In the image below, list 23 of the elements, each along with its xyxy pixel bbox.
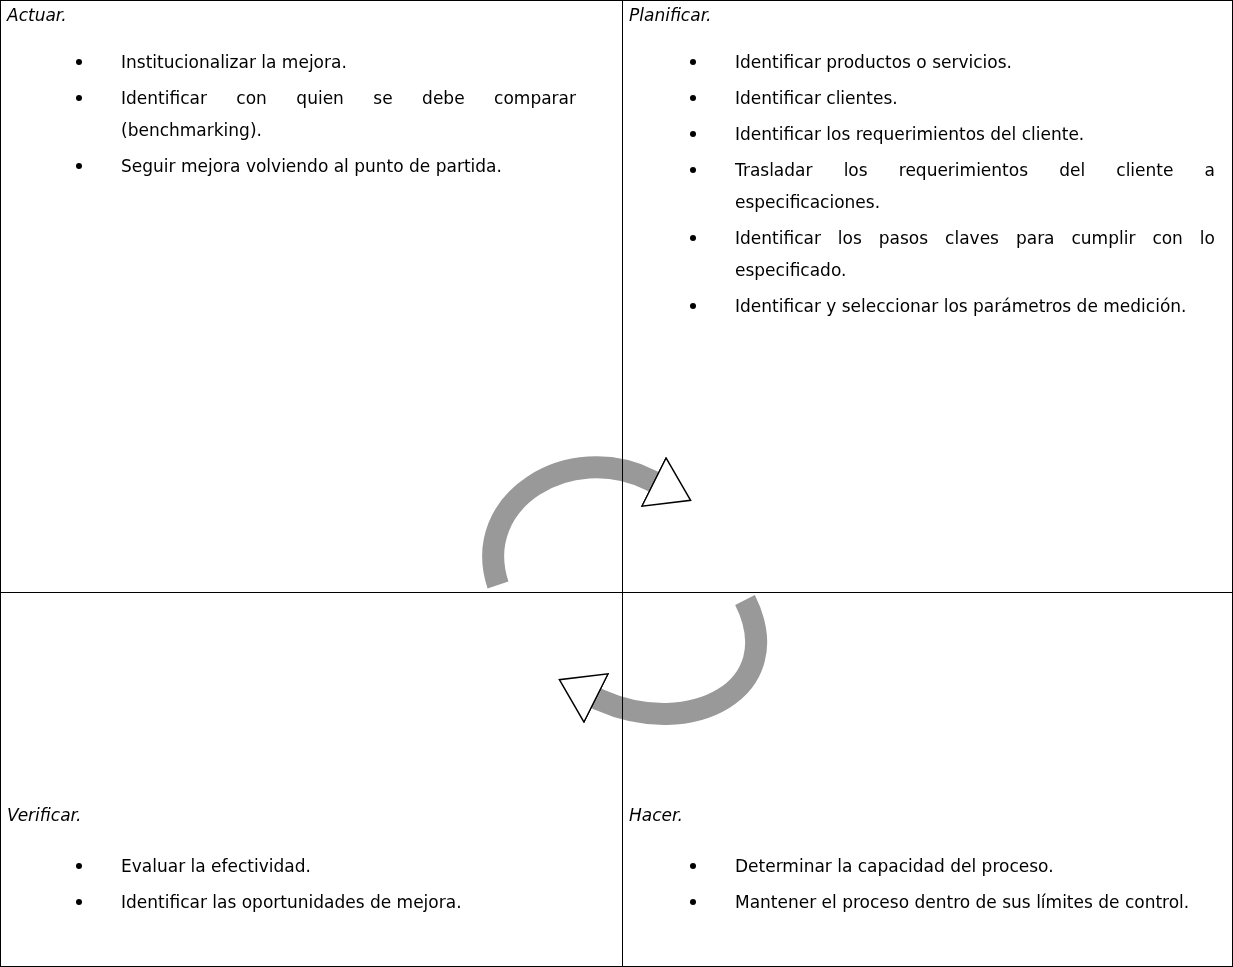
quadrant-heading: Planificar. xyxy=(629,5,712,25)
bullet-item: Identificar las oportunidades de mejora. xyxy=(121,886,576,918)
quadrant-heading: Verificar. xyxy=(7,805,82,825)
bullet-item: Identificar con quien se debe comparar (benchmarking). xyxy=(121,82,576,146)
quadrant-cell xyxy=(0,592,623,967)
quadrant-cell xyxy=(0,0,623,593)
quadrant-cell xyxy=(622,592,1233,967)
bullet-item: Evaluar la efectividad. xyxy=(121,850,576,882)
cycle-arrow xyxy=(482,456,692,588)
bullet-item: Identificar los pasos claves para cumplir con lo especificado. xyxy=(735,222,1215,286)
bullet-item: Identificar y seleccionar los parámetros de medición. xyxy=(735,290,1215,322)
cycle-arrow xyxy=(558,596,767,725)
quadrant-cell xyxy=(622,0,1233,593)
bullet-item: Seguir mejora volviendo al punto de partida. xyxy=(121,150,576,182)
bullet-item: Identificar los requerimientos del cliente. xyxy=(735,118,1215,150)
bullet-item: Institucionalizar la mejora. xyxy=(121,46,576,78)
bullet-item: Determinar la capacidad del proceso. xyxy=(735,850,1215,882)
bullet-item: Identificar clientes. xyxy=(735,82,1215,114)
bullet-item: Mantener el proceso dentro de sus límites de control. xyxy=(735,886,1215,918)
bullet-item: Trasladar los requerimientos del cliente a especificaciones. xyxy=(735,154,1215,218)
quadrant-heading: Actuar. xyxy=(7,5,67,25)
bullet-item: Identificar productos o servicios. xyxy=(735,46,1215,78)
quadrant-heading: Hacer. xyxy=(629,805,683,825)
